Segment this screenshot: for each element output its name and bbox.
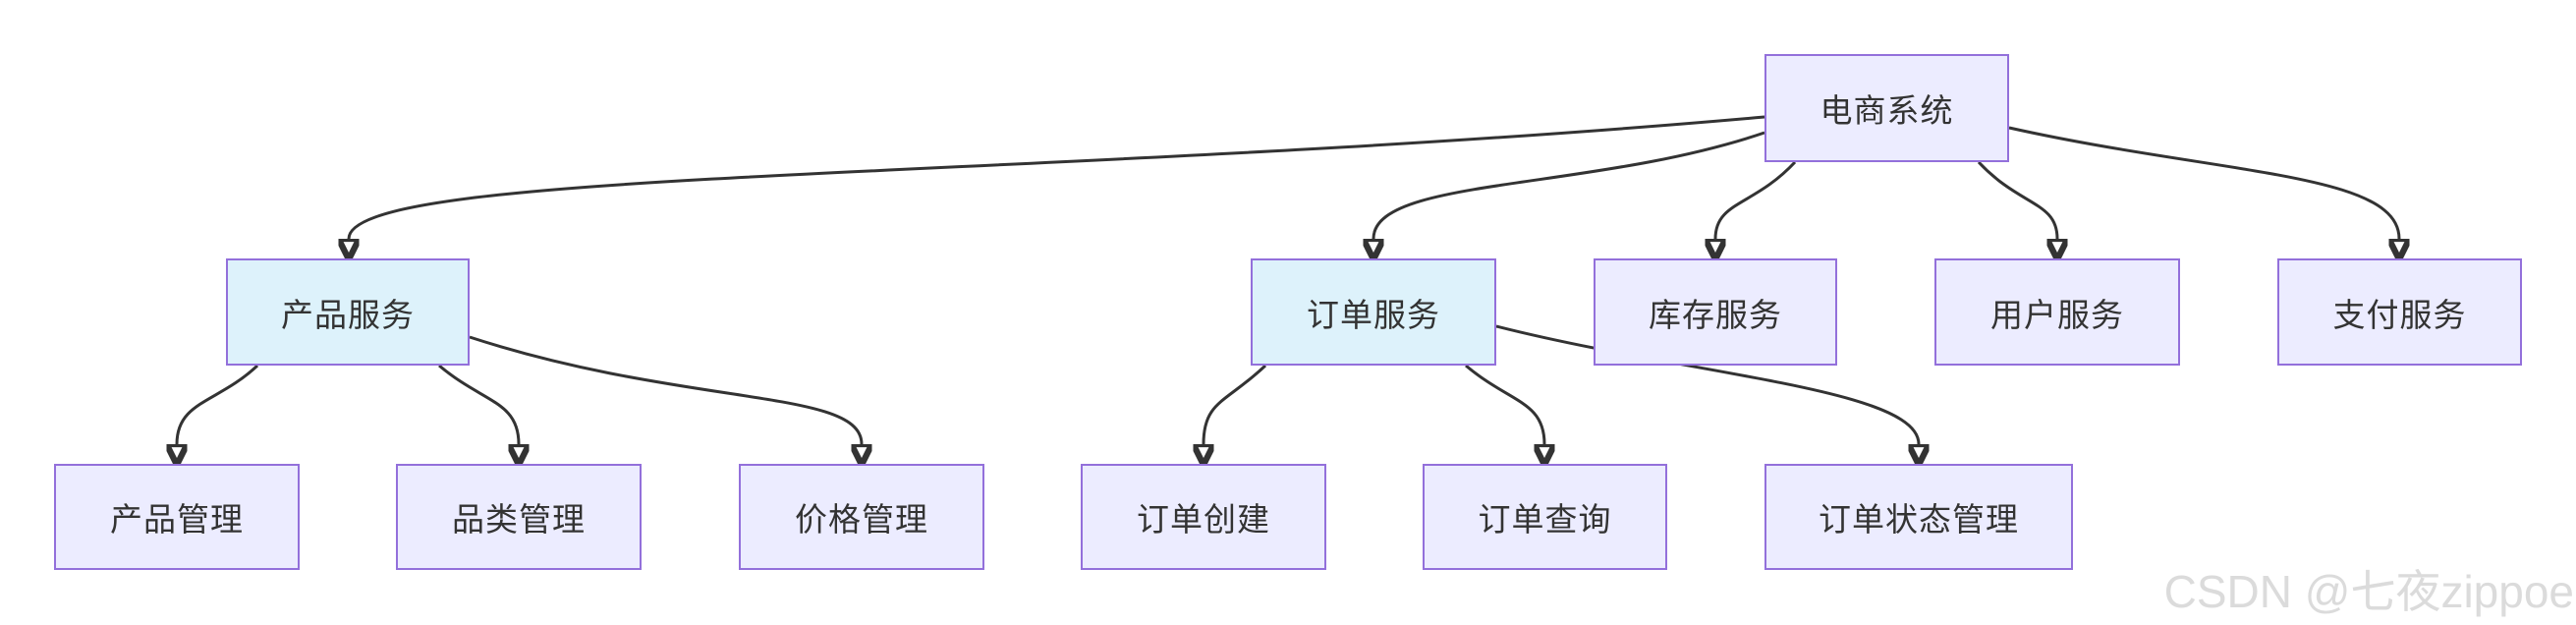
csdn-watermark: CSDN @七夜zippoe <box>2163 566 2574 617</box>
edge-product-service-to-product-management <box>177 364 259 444</box>
edge-order-service-to-order-status-management <box>1495 324 1919 444</box>
edge-product-service-to-price-management <box>469 335 862 444</box>
node-label: 订单状态管理 <box>1819 501 2019 538</box>
edge-ecommerce-system-to-user-service <box>1977 160 2057 239</box>
node-label: 用户服务 <box>1990 296 2124 333</box>
node-category-management: 品类管理 <box>396 464 642 570</box>
node-label: 价格管理 <box>795 501 928 538</box>
edge-ecommerce-system-to-product-service <box>349 115 1765 239</box>
node-label: 品类管理 <box>452 501 586 538</box>
node-inventory-service: 库存服务 <box>1594 258 1837 366</box>
node-label: 电商系统 <box>1820 92 1954 129</box>
node-user-service: 用户服务 <box>1934 258 2180 366</box>
node-price-management: 价格管理 <box>739 464 984 570</box>
node-label: 库存服务 <box>1649 296 1782 333</box>
node-product-management: 产品管理 <box>54 464 300 570</box>
node-payment-service: 支付服务 <box>2277 258 2522 366</box>
node-label: 订单查询 <box>1478 501 1612 538</box>
edge-order-service-to-order-create <box>1204 364 1267 444</box>
node-label: 产品管理 <box>110 501 244 538</box>
edge-ecommerce-system-to-order-service <box>1373 131 1765 239</box>
node-label: 订单服务 <box>1307 296 1440 333</box>
edge-ecommerce-system-to-payment-service <box>2008 126 2399 239</box>
node-order-query: 订单查询 <box>1423 464 1667 570</box>
edge-product-service-to-category-management <box>438 364 519 444</box>
node-label: 产品服务 <box>281 296 415 333</box>
node-order-create: 订单创建 <box>1081 464 1326 570</box>
node-label: 支付服务 <box>2332 296 2467 333</box>
node-order-service: 订单服务 <box>1251 258 1496 366</box>
node-product-service: 产品服务 <box>226 258 470 366</box>
node-label: 订单创建 <box>1137 501 1270 538</box>
node-order-status-management: 订单状态管理 <box>1764 464 2073 570</box>
edge-ecommerce-system-to-inventory-service <box>1715 160 1797 239</box>
node-ecommerce-system: 电商系统 <box>1764 54 2009 162</box>
edge-order-service-to-order-query <box>1465 364 1544 444</box>
